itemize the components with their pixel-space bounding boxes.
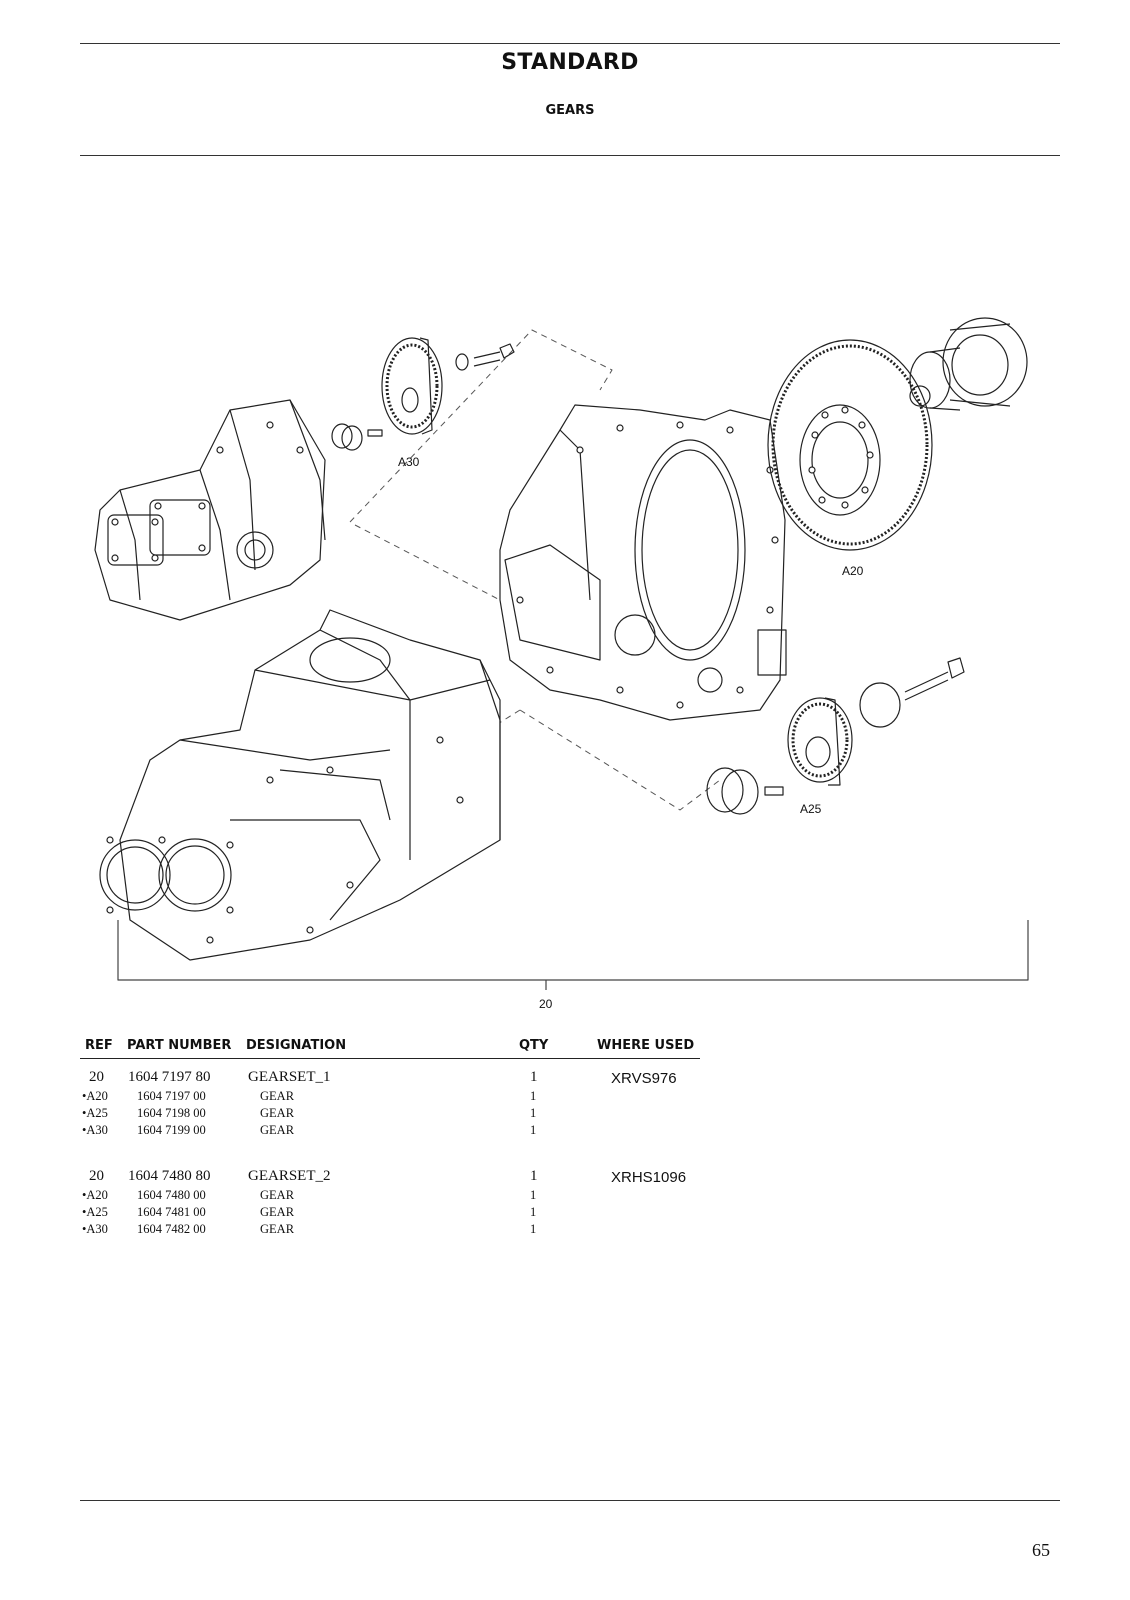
row-where-used: XRVS976: [611, 1070, 677, 1087]
top-rule: [80, 43, 1060, 44]
row-ref: •A20: [82, 1188, 108, 1202]
row-part-number: 1604 7197 00: [137, 1089, 206, 1103]
row-ref: •A20: [82, 1089, 108, 1103]
footer-rule: [80, 1500, 1060, 1501]
row-qty: 1: [530, 1205, 537, 1219]
col-header-designation: DESIGNATION: [246, 1038, 347, 1053]
row-part-number: 1604 7482 00: [137, 1222, 206, 1236]
page-number: 65: [1032, 1540, 1050, 1560]
row-qty: 1: [530, 1123, 537, 1137]
gear-a25-hub-parts: [706, 657, 965, 815]
row-designation: GEAR: [260, 1205, 295, 1219]
row-designation: GEAR: [260, 1222, 295, 1236]
row-ref: •A25: [82, 1106, 108, 1120]
row-qty: 1: [530, 1222, 537, 1236]
gear-a30: [381, 337, 443, 435]
row-qty: 1: [530, 1069, 538, 1085]
row-part-number: 1604 7198 00: [137, 1106, 206, 1120]
assembly-bracket: [117, 920, 1029, 981]
row-designation: GEAR: [260, 1123, 295, 1137]
row-ref: 20: [89, 1168, 104, 1184]
row-designation: GEAR: [260, 1106, 295, 1120]
row-ref: •A30: [82, 1222, 108, 1236]
dashed-assembly-outline: [349, 329, 613, 523]
callout-20: 20: [539, 997, 553, 1011]
row-ref: •A25: [82, 1205, 108, 1219]
row-part-number: 1604 7480 80: [128, 1168, 211, 1184]
page-subtitle: GEARS: [545, 103, 595, 118]
row-ref: •A30: [82, 1123, 108, 1137]
row-designation: GEAR: [260, 1089, 295, 1103]
gear-a25: [787, 697, 853, 786]
row-part-number: 1604 7199 00: [137, 1123, 206, 1137]
callout-a20: A20: [842, 564, 864, 578]
small-compressor-airend: [94, 399, 326, 621]
col-header-part-number: PART NUMBER: [127, 1038, 232, 1053]
row-qty: 1: [530, 1089, 537, 1103]
gear-housing: [499, 404, 787, 721]
row-designation: GEAR: [260, 1188, 295, 1202]
col-header-qty: QTY: [519, 1038, 549, 1053]
row-part-number: 1604 7197 80: [128, 1069, 211, 1085]
row-where-used: XRHS1096: [611, 1169, 687, 1186]
page-title: STANDARD: [501, 50, 639, 75]
exploded-gear-drawing: A30 A20 A25 20: [94, 317, 1029, 1011]
row-designation: GEARSET_1: [248, 1069, 331, 1085]
row-designation: GEARSET_2: [248, 1168, 331, 1184]
row-qty: 1: [530, 1168, 538, 1184]
callout-a30: A30: [398, 455, 420, 469]
shaft-flange: [909, 317, 1028, 411]
callout-a25: A25: [800, 802, 822, 816]
row-part-number: 1604 7480 00: [137, 1188, 206, 1202]
row-ref: 20: [89, 1069, 104, 1085]
col-header-where-used: WHERE USED: [597, 1038, 695, 1053]
gear-a20: [767, 339, 933, 551]
row-part-number: 1604 7481 00: [137, 1205, 206, 1219]
row-qty: 1: [530, 1106, 537, 1120]
header-bottom-rule: [80, 155, 1060, 156]
col-header-ref: REF: [85, 1038, 113, 1053]
row-qty: 1: [530, 1188, 537, 1202]
gear-a30-hub-parts: [331, 343, 515, 451]
large-compressor-airend: [99, 609, 501, 961]
table-header-rule: [80, 1058, 700, 1059]
